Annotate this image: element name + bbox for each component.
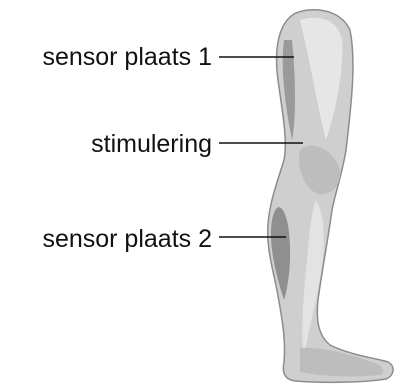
leg-illustration <box>268 10 393 383</box>
label-stimulation: stimulering <box>91 130 212 158</box>
label-sensor-location-1: sensor plaats 1 <box>42 43 212 71</box>
label-sensor-location-2: sensor plaats 2 <box>42 225 212 253</box>
